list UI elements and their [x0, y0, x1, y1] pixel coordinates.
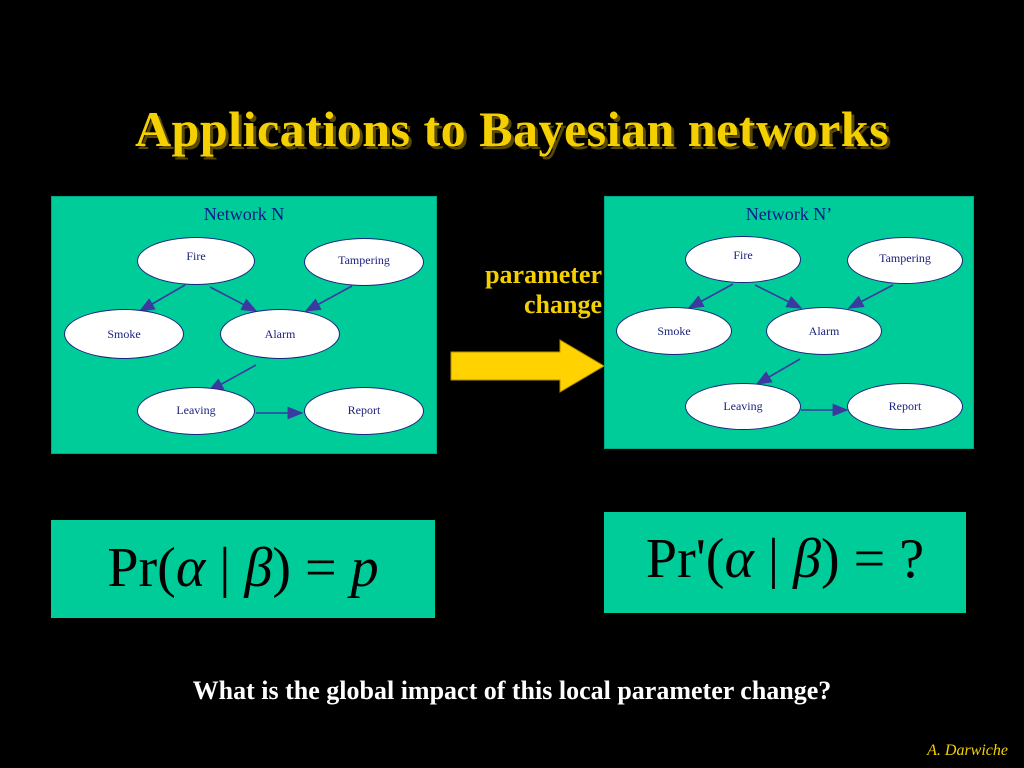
parameter-label-line1: parameter [485, 260, 602, 289]
node-fire-label: Fire [733, 248, 753, 262]
node-tampering-label: Tampering [879, 251, 931, 265]
node-smoke: Smoke [64, 309, 184, 359]
node-smoke-label: Smoke [657, 324, 691, 338]
formula-bar: | [753, 528, 794, 590]
author-credit: A. Darwiche [927, 742, 1008, 759]
formula-alpha: α [724, 528, 754, 590]
formula-rhs: p [350, 537, 379, 599]
network-n-title: Network N [203, 204, 285, 224]
node-tampering: Tampering [304, 238, 424, 286]
node-alarm-label: Alarm [808, 324, 840, 338]
formula-pr: Pr'( [645, 528, 725, 590]
node-alarm: Alarm [220, 309, 340, 359]
node-report-label: Report [347, 403, 381, 417]
node-smoke: Smoke [616, 307, 732, 355]
question-text: What is the global impact of this local … [192, 676, 832, 705]
network-n-prime-box: Network N’ Fire Tampering Smoke Alarm Le… [604, 196, 974, 449]
network-n-prime-edges [687, 283, 894, 417]
formula-beta: β [244, 537, 273, 599]
edge-fire-alarm [209, 286, 258, 312]
formula-updated-text: Pr'(α | β) = ? [604, 527, 966, 591]
node-fire: Fire [685, 236, 801, 283]
node-leaving-label: Leaving [176, 403, 216, 417]
edge-fire-alarm [754, 284, 803, 309]
edge-alarm-leaving [755, 358, 801, 385]
network-n-box: Network N Fire Tampering Smoke Alarm Lea… [51, 196, 437, 454]
formula-equals: = [839, 528, 900, 590]
network-n-prime-title: Network N’ [745, 204, 833, 224]
formula-bar: | [205, 537, 245, 599]
slide-title: Applications to Bayesian networks [134, 101, 890, 157]
node-tampering: Tampering [847, 237, 963, 284]
node-smoke-label: Smoke [107, 327, 141, 341]
node-alarm: Alarm [766, 307, 882, 355]
node-report-label: Report [888, 399, 922, 413]
node-report: Report [304, 387, 424, 435]
formula-alpha: α [175, 537, 206, 599]
edge-fire-smoke [138, 284, 186, 312]
node-leaving: Leaving [137, 387, 255, 435]
right-arrow-icon [450, 339, 605, 393]
formula-pr: Pr( [107, 537, 176, 599]
node-leaving: Leaving [685, 383, 801, 430]
formula-original: Pr(α | β) = p [51, 520, 435, 618]
parameter-label-line2: change [524, 290, 602, 319]
edge-tampering-alarm [304, 285, 353, 312]
node-alarm-label: Alarm [264, 327, 296, 341]
node-fire-label: Fire [186, 249, 206, 263]
edge-alarm-leaving [207, 364, 257, 392]
network-n-edges [138, 284, 353, 420]
edge-fire-smoke [687, 283, 734, 309]
node-tampering-label: Tampering [338, 253, 390, 267]
formula-beta: β [793, 528, 821, 590]
formula-original-text: Pr(α | β) = p [51, 536, 435, 600]
node-leaving-label: Leaving [723, 399, 763, 413]
formula-close: ) [820, 528, 840, 590]
formula-updated: Pr'(α | β) = ? [604, 512, 966, 613]
formula-rhs: ? [899, 528, 925, 590]
parameter-change-label: parameter change [440, 260, 602, 320]
formula-close: ) [272, 537, 292, 599]
node-report: Report [847, 383, 963, 430]
edge-tampering-alarm [847, 284, 894, 309]
formula-equals: = [291, 537, 351, 599]
node-fire: Fire [137, 237, 255, 285]
